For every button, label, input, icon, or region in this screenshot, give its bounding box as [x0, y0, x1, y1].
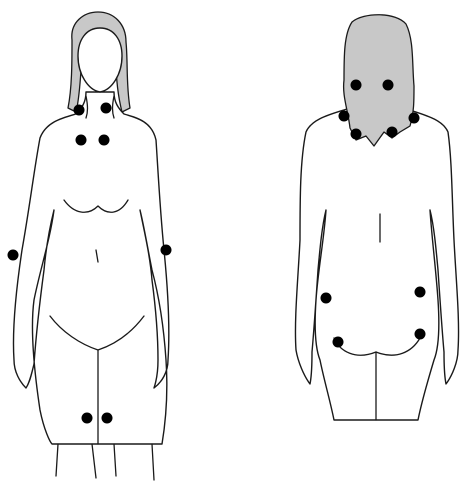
front-face	[78, 28, 122, 92]
back-marker-10	[415, 329, 426, 340]
front-leg-line-3	[114, 444, 116, 476]
front-marker-5	[8, 250, 19, 261]
front-marker-3	[76, 135, 87, 146]
back-body-outline	[295, 108, 458, 420]
back-figure	[295, 15, 458, 420]
back-marker-8	[415, 287, 426, 298]
back-marker-2	[383, 80, 394, 91]
back-marker-5	[351, 129, 362, 140]
front-leg-line-1	[56, 444, 58, 476]
front-leg-line-4	[152, 444, 154, 480]
back-marker-9	[333, 337, 344, 348]
front-marker-1	[74, 105, 85, 116]
front-marker-2	[101, 103, 112, 114]
front-marker-7	[82, 413, 93, 424]
front-marker-6	[161, 245, 172, 256]
back-marker-7	[321, 293, 332, 304]
back-marker-6	[387, 127, 398, 138]
front-legs	[56, 444, 154, 480]
front-body-outline	[13, 92, 168, 444]
back-marker-1	[351, 80, 362, 91]
front-marker-4	[99, 135, 110, 146]
back-marker-4	[409, 113, 420, 124]
front-marker-8	[102, 413, 113, 424]
front-figure	[13, 12, 168, 444]
back-marker-3	[339, 111, 350, 122]
front-leg-line-2	[92, 444, 96, 478]
